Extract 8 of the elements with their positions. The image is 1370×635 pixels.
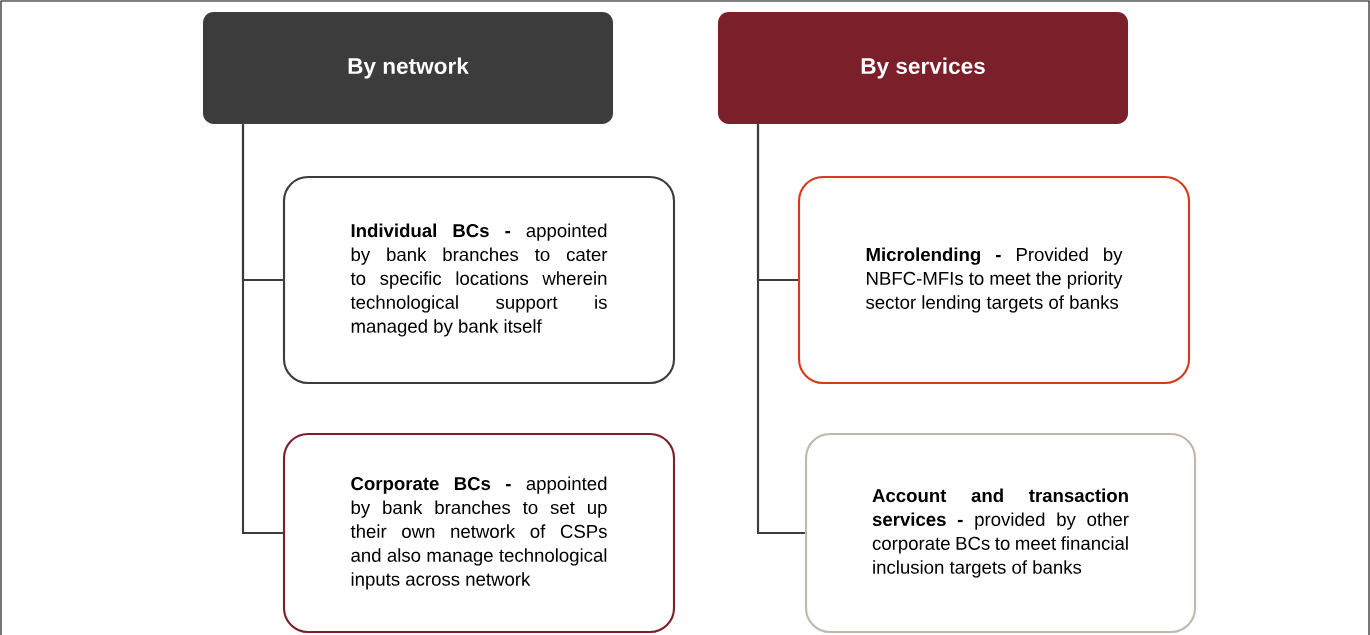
text-box: Account and transaction services - provided by other corporate BCs to meet financial inclusion targets of banks	[804, 432, 1197, 634]
header-box: By network	[203, 12, 613, 124]
header-box: By services	[718, 12, 1128, 124]
text-box: Microlending - Provided by NBFC-MFIs to meet the priority sector lending targets of banks	[797, 175, 1191, 385]
connector-line	[756, 124, 805, 535]
text-box: Corporate BCs - appointed by bank branches to set up their own network of CSPs and also manage technological inputs across network	[282, 432, 676, 634]
text-box: Individual BCs - appointed by bank branches to cater to specific locations wherein technological support is managed by bank itself	[282, 175, 676, 385]
connector-line	[241, 124, 283, 535]
